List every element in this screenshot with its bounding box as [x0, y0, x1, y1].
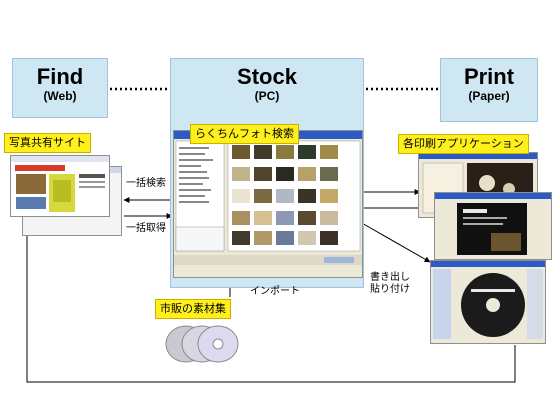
find-subtitle: (Web) [43, 89, 77, 103]
web-site-thumbnail [11, 156, 109, 212]
stock-subtitle: (PC) [254, 89, 280, 103]
bulk-search-label: 一括検索 [126, 178, 166, 189]
print-title: Print [463, 64, 515, 89]
find-title: Find [36, 64, 84, 89]
outer-loop-line [26, 235, 516, 383]
bulk-fetch-label: 一括取得 [126, 223, 166, 234]
photo-thumbnail-grid [232, 145, 338, 245]
import-label: インポート [250, 286, 300, 297]
print-subtitle: (Paper) [468, 89, 510, 103]
stock-stage-box: Stock (PC) [170, 58, 364, 122]
materials-label: 市販の素材集 [155, 299, 231, 319]
print-apps-label: 各印刷アプリケーション [398, 134, 529, 154]
print-app-3-ui [431, 261, 545, 339]
print-app-2-ui [435, 193, 551, 255]
photo-search-app-label: らくちんフォト検索 [190, 124, 299, 144]
print-app-screenshot-3 [430, 260, 546, 344]
cd-stack-icon [165, 325, 239, 363]
find-stage-box: Find (Web) [12, 58, 108, 118]
photo-search-app-ui [174, 131, 362, 265]
export-paste-label: 書き出し 貼り付け [370, 272, 410, 295]
export-arrow-3 [359, 221, 431, 263]
print-app-screenshot-2 [434, 192, 552, 260]
stock-title: Stock [237, 64, 297, 89]
photo-search-app-window [173, 130, 363, 278]
print-stage-box: Print (Paper) [440, 58, 538, 122]
photo-sharing-site-label: 写真共有サイト [4, 133, 91, 153]
web-site-screenshot [10, 155, 110, 217]
